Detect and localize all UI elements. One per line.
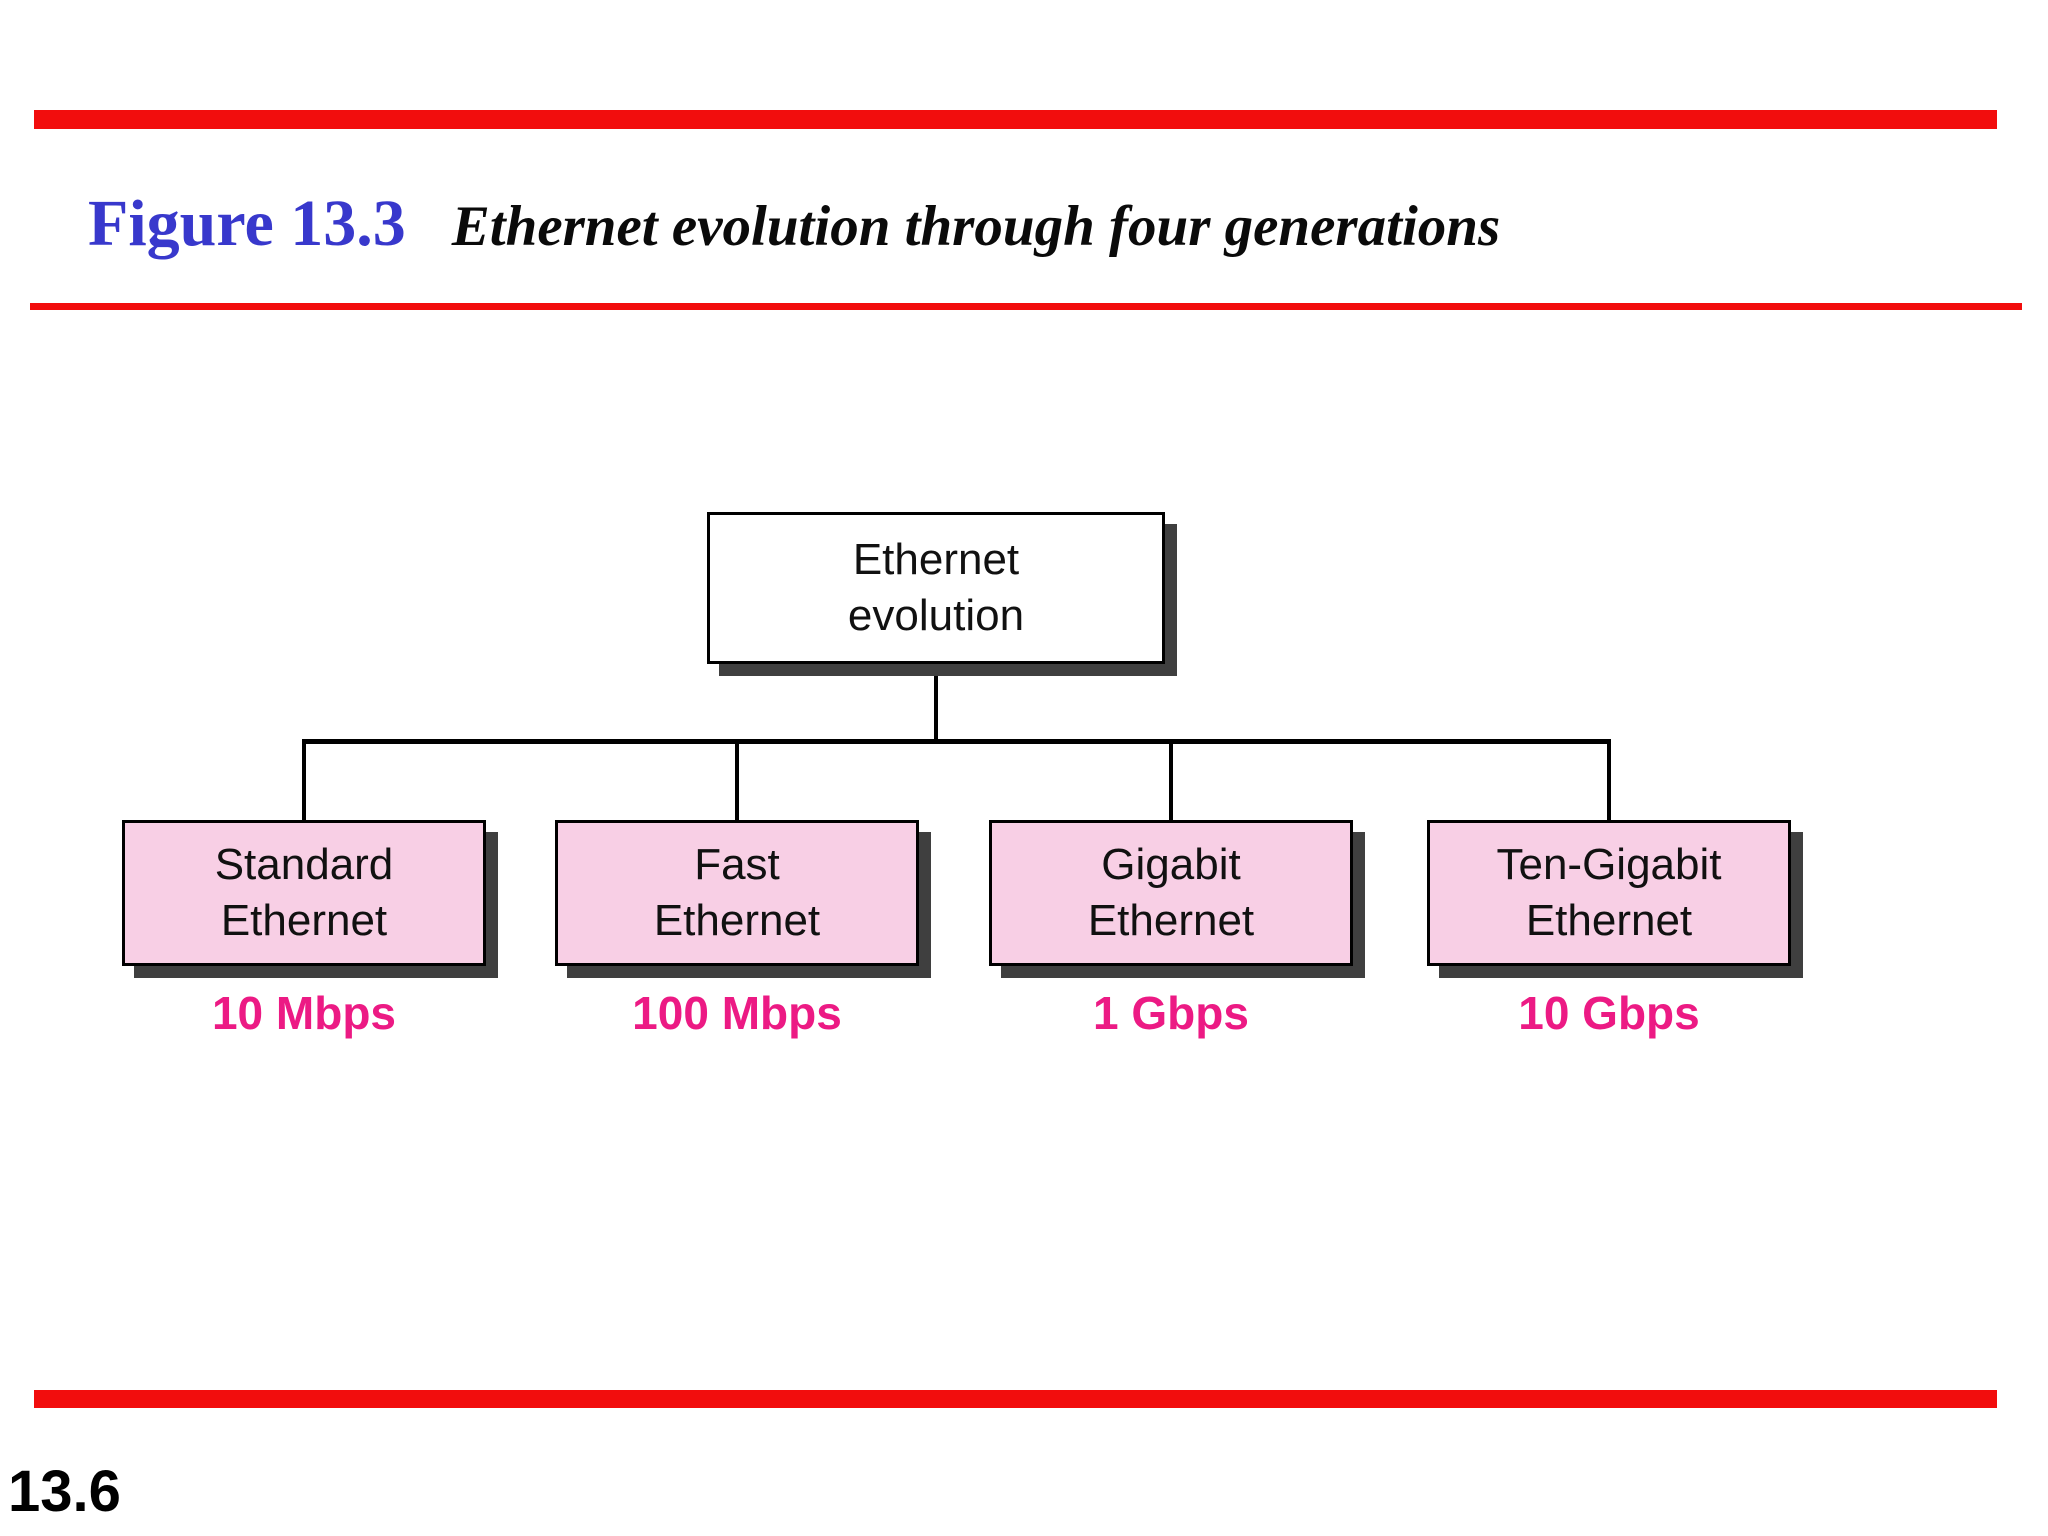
bottom-red-rule (34, 1390, 1997, 1408)
node-label-line: Ethernet (1525, 896, 1693, 945)
node-label-line: Standard (214, 839, 394, 889)
node-label-line: Ethernet (653, 896, 821, 945)
title-underline-rule (30, 303, 2022, 310)
node-label-line: Ten-Gigabit (1496, 839, 1722, 889)
node-fast-ethernet: Fast Ethernet (555, 820, 919, 966)
page-number: 13.6 (8, 1459, 121, 1524)
connector-drop-gigabit (1169, 739, 1173, 823)
node-label-line: Ethernet (220, 896, 388, 945)
node-label-line: Gigabit (1101, 839, 1241, 889)
figure-title: Figure 13.3 Ethernet evolution through f… (88, 186, 1500, 262)
node-label-line: Fast (694, 839, 780, 889)
connector-drop-ten-gigabit (1607, 739, 1611, 823)
node-label-line: evolution (847, 591, 1025, 640)
node-ten-gigabit-ethernet: Ten-Gigabit Ethernet (1427, 820, 1791, 966)
speed-label-gigabit: 1 Gbps (1093, 987, 1249, 1039)
node-standard-ethernet: Standard Ethernet (122, 820, 486, 966)
figure-caption: Ethernet evolution through four generati… (451, 195, 1501, 258)
figure-number-label: Figure 13.3 (88, 187, 406, 260)
speed-label-fast: 100 Mbps (632, 987, 842, 1039)
node-gigabit-ethernet: Gigabit Ethernet (989, 820, 1353, 966)
speed-label-ten-gigabit: 10 Gbps (1518, 987, 1700, 1039)
connector-drop-standard (302, 739, 306, 823)
node-label-line: Ethernet (852, 534, 1020, 584)
connector-horizontal (302, 739, 1611, 744)
top-red-rule (34, 110, 1997, 129)
node-ethernet-evolution: Ethernet evolution (707, 512, 1165, 664)
connector-drop-fast (735, 739, 739, 823)
node-label-line: Ethernet (1087, 896, 1255, 945)
connector-root-vertical (934, 662, 938, 742)
speed-label-standard: 10 Mbps (211, 987, 397, 1039)
